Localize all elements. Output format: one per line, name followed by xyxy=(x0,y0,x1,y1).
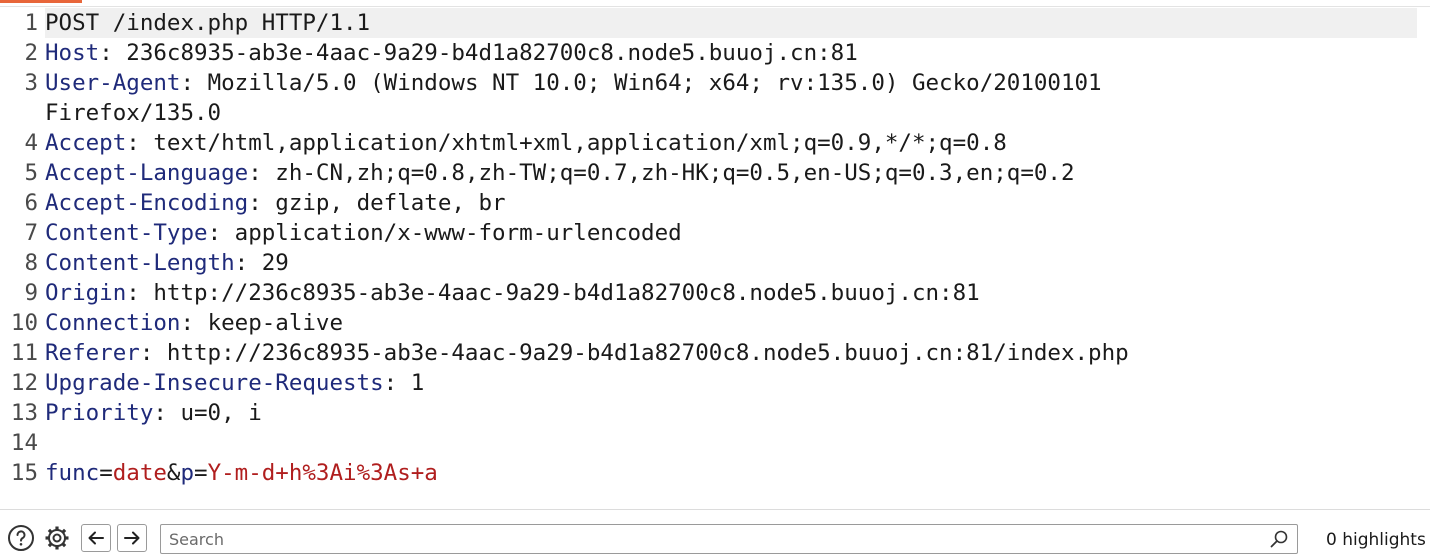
line-number: 2 xyxy=(24,40,38,66)
body-param-name: func xyxy=(45,460,100,486)
header-value: zh-CN,zh;q=0.8,zh-TW;q=0.7,zh-HK;q=0.5,e… xyxy=(275,160,1075,186)
header-row[interactable]: Accept-Encoding: gzip, deflate, br xyxy=(45,190,506,216)
header-continuation[interactable]: Firefox/135.0 xyxy=(45,100,222,126)
header-name: Connection xyxy=(45,310,181,336)
header-row[interactable]: Priority: u=0, i xyxy=(45,400,262,426)
settings-button[interactable] xyxy=(43,524,71,552)
header-row[interactable]: Upgrade-Insecure-Requests: 1 xyxy=(45,370,425,396)
line-number: 4 xyxy=(24,130,38,156)
request-editor[interactable]: 1 2 3 4 5 6 7 8 9 10 11 12 13 14 15 POST… xyxy=(0,8,1420,506)
header-row[interactable]: Content-Length: 29 xyxy=(45,250,289,276)
header-row[interactable]: Host: 236c8935-ab3e-4aac-9a29-b4d1a82700… xyxy=(45,40,858,66)
line-number: 3 xyxy=(24,70,38,96)
search-icon[interactable] xyxy=(1269,529,1289,549)
header-name: Upgrade-Insecure-Requests xyxy=(45,370,384,396)
body-param-value: Y-m-d+h%3Ai%3As+a xyxy=(207,460,438,486)
active-tab-indicator xyxy=(0,0,82,3)
header-name: Content-Type xyxy=(45,220,208,246)
header-row[interactable]: Connection: keep-alive xyxy=(45,310,344,336)
line-number: 1 xyxy=(24,10,38,36)
header-value: 236c8935-ab3e-4aac-9a29-b4d1a82700c8.nod… xyxy=(126,40,858,66)
header-name: User-Agent xyxy=(45,70,181,96)
line-number: 14 xyxy=(10,430,38,456)
request-body[interactable]: func=date&p=Y-m-d+h%3Ai%3As+a xyxy=(45,460,438,486)
line-number: 13 xyxy=(10,400,38,426)
header-row[interactable]: Referer: http://236c8935-ab3e-4aac-9a29-… xyxy=(45,340,1129,366)
body-param-value: date xyxy=(112,460,167,486)
header-value: http://236c8935-ab3e-4aac-9a29-b4d1a8270… xyxy=(153,280,980,306)
line-number: 5 xyxy=(24,160,38,186)
search-bar: 0 highlights xyxy=(0,510,1430,560)
header-value: http://236c8935-ab3e-4aac-9a29-b4d1a8270… xyxy=(166,340,1129,366)
header-name: Host xyxy=(45,40,100,66)
header-value: 29 xyxy=(261,250,289,276)
line-number: 12 xyxy=(10,370,38,396)
line-number: 7 xyxy=(24,220,38,246)
header-value: keep-alive xyxy=(207,310,344,336)
header-row[interactable]: Accept-Language: zh-CN,zh;q=0.8,zh-TW;q=… xyxy=(45,160,1075,186)
highlights-count: 0 highlights xyxy=(1326,530,1426,550)
search-input[interactable] xyxy=(169,528,1259,550)
line-number: 11 xyxy=(10,340,38,366)
line-number: 8 xyxy=(24,250,38,276)
header-value: application/x-www-form-urlencoded xyxy=(234,220,682,246)
previous-match-button[interactable] xyxy=(81,524,111,552)
top-tab-strip xyxy=(0,0,1430,7)
header-name: Referer xyxy=(45,340,140,366)
help-icon xyxy=(8,525,34,551)
header-value: text/html,application/xhtml+xml,applicat… xyxy=(153,130,1007,156)
search-field[interactable] xyxy=(160,524,1298,554)
editor-divider xyxy=(0,509,1430,510)
header-name: Content-Length xyxy=(45,250,235,276)
arrow-left-icon xyxy=(88,531,104,545)
help-button[interactable] xyxy=(7,524,35,552)
header-name: Accept-Encoding xyxy=(45,190,249,216)
arrow-right-icon xyxy=(124,531,140,545)
header-value: Mozilla/5.0 (Windows NT 10.0; Win64; x64… xyxy=(207,70,1102,96)
header-name: Origin xyxy=(45,280,127,306)
header-value: u=0, i xyxy=(180,400,262,426)
header-row[interactable]: Origin: http://236c8935-ab3e-4aac-9a29-b… xyxy=(45,280,980,306)
header-row[interactable]: Content-Type: application/x-www-form-url… xyxy=(45,220,682,246)
header-name: Accept xyxy=(45,130,127,156)
header-row[interactable]: Accept: text/html,application/xhtml+xml,… xyxy=(45,130,1007,156)
request-line[interactable]: POST /index.php HTTP/1.1 xyxy=(45,8,1417,38)
next-match-button[interactable] xyxy=(117,524,147,552)
header-name: Accept-Language xyxy=(45,160,249,186)
line-number: 15 xyxy=(10,460,38,486)
line-number: 10 xyxy=(10,310,38,336)
header-row[interactable]: User-Agent: Mozilla/5.0 (Windows NT 10.0… xyxy=(45,70,1102,96)
header-name: Priority xyxy=(45,400,154,426)
header-value: 1 xyxy=(410,370,425,396)
line-number: 9 xyxy=(24,280,38,306)
line-number: 6 xyxy=(24,190,38,216)
gear-icon xyxy=(45,526,69,550)
header-value: gzip, deflate, br xyxy=(275,190,506,216)
body-param-name: p xyxy=(180,460,195,486)
